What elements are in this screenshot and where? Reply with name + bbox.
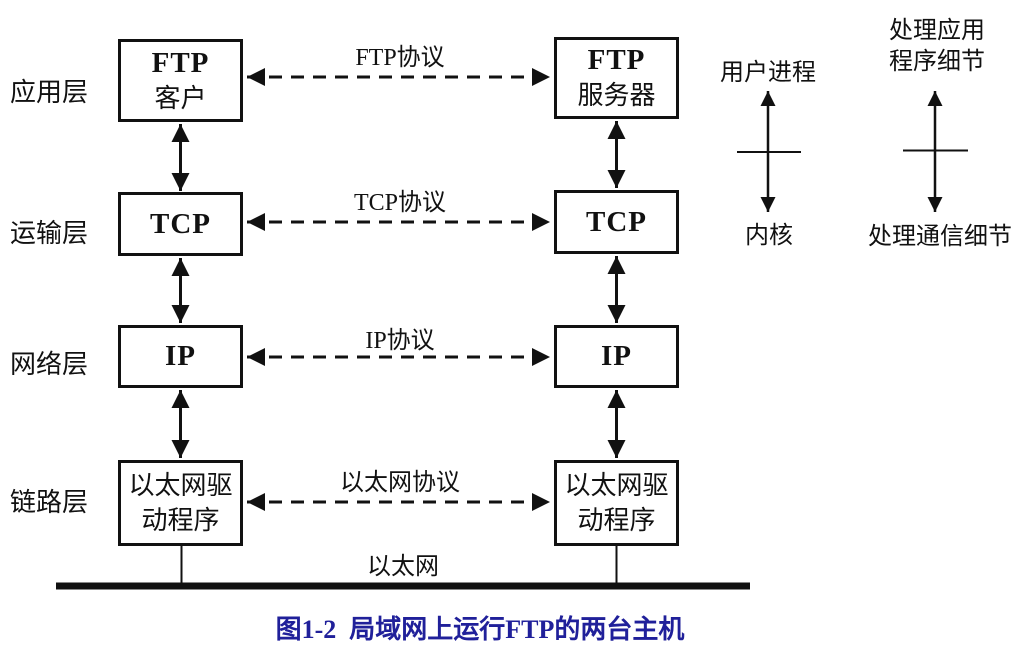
right-ethernet-driver-box: 以太网驱 动程序 [554,460,679,546]
kernel-label: 内核 [745,223,793,249]
ip-protocol-label: IP协议 [365,328,435,354]
user-process-label: 用户进程 [720,60,816,86]
comm-details-label: 处理通信细节 [868,224,1012,250]
left-ip-box: IP [118,325,243,388]
tcp-protocol-label: TCP协议 [353,190,446,216]
left-ftp-client-box: FTP 客户 [118,39,243,122]
left-ip-label: IP [165,340,196,372]
right-driver-line2: 动程序 [577,506,656,535]
left-tcp-box: TCP [118,192,243,256]
layer-label-application: 应用层 [10,78,89,107]
right-ip-box: IP [554,325,679,388]
left-driver-line1: 以太网驱 [128,471,233,500]
app-details-label: 处理应用 程序细节 [862,16,1012,78]
right-ftp-server-box: FTP 服务器 [554,37,679,119]
left-ethernet-driver-box: 以太网驱 动程序 [118,460,243,546]
ethernet-protocol-label: 以太网协议 [340,470,460,496]
figure-caption: 图1-2 局域网上运行FTP的两台主机 [275,615,685,644]
layer-label-transport: 运输层 [10,219,89,248]
app-details-line2: 程序细节 [889,49,985,75]
right-ftp-server-line2: 服务器 [577,81,656,110]
app-details-line1: 处理应用 [889,18,985,44]
right-tcp-label: TCP [586,205,647,238]
left-tcp-label: TCP [150,207,211,240]
ethernet-medium-label: 以太网 [367,554,439,580]
layer-label-link: 链路层 [10,488,89,517]
right-driver-line1: 以太网驱 [564,471,669,500]
right-tcp-box: TCP [554,190,679,254]
left-ftp-client-line2: 客户 [154,83,207,113]
right-ftp-server-line1: FTP [587,44,646,76]
ftp-protocol-label: FTP协议 [355,45,445,71]
layer-label-network: 网络层 [10,350,89,379]
right-ip-label: IP [601,340,632,372]
left-driver-line2: 动程序 [141,506,220,535]
left-ftp-client-line1: FTP [151,46,210,79]
